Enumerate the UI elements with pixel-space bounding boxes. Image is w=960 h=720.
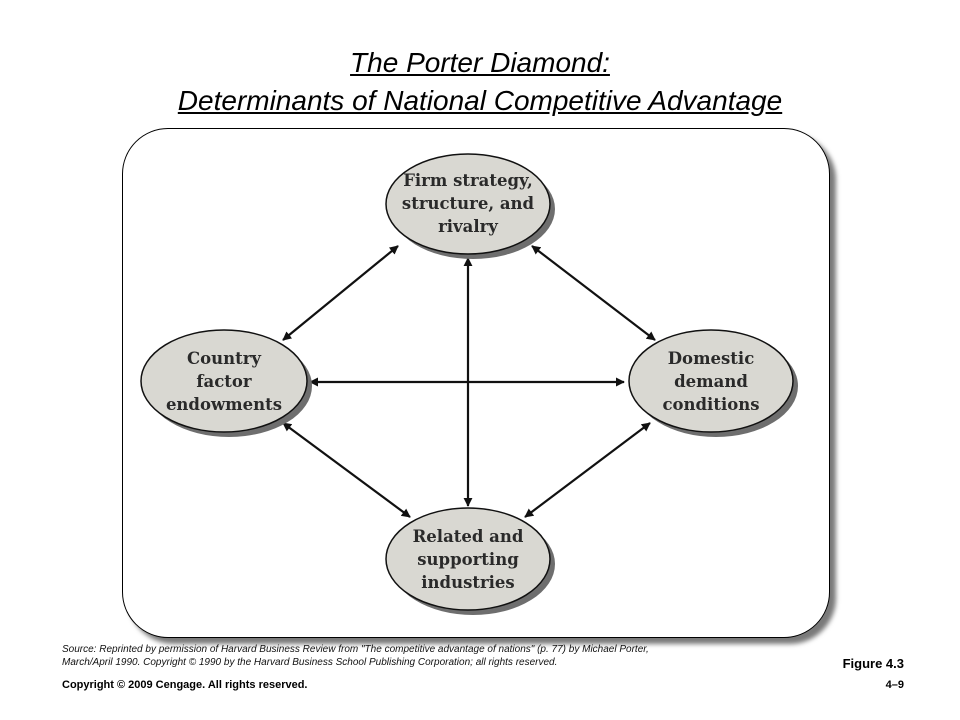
title-line-1: The Porter Diamond: — [350, 47, 610, 78]
node-firm-strategy: Firm strategy, structure, and rivalry — [385, 153, 555, 259]
arrow-top-right — [531, 245, 656, 341]
node-domestic-demand: Domestic demand conditions — [628, 329, 798, 437]
node-domestic-demand-line-1: Domestic — [668, 349, 755, 368]
source-line-1: Source: Reprinted by permission of Harva… — [62, 644, 649, 655]
node-country-factor: Country factor endowments — [140, 329, 312, 437]
node-firm-strategy-line-2: structure, and — [402, 194, 535, 213]
node-country-factor-line-1: Country — [187, 349, 261, 368]
source-citation: Source: Reprinted by permission of Harva… — [62, 644, 782, 669]
node-related-supporting-line-3: industries — [421, 573, 514, 592]
node-domestic-demand-line-3: conditions — [662, 395, 759, 414]
figure-label: Figure 4.3 — [842, 656, 904, 671]
page-number: 4–9 — [885, 679, 904, 691]
node-related-supporting-line-1: Related and — [413, 527, 524, 546]
arrow-left-bottom — [282, 422, 411, 518]
node-country-factor-line-3: endowments — [166, 395, 282, 414]
node-related-supporting-line-2: supporting — [417, 550, 519, 569]
title-line-2: Determinants of National Competitive Adv… — [177, 85, 783, 116]
source-line-2: March/April 1990. Copyright © 1990 by th… — [62, 656, 558, 668]
node-related-supporting: Related and supporting industries — [385, 507, 555, 615]
node-country-factor-line-2: factor — [196, 372, 251, 391]
arrow-right-bottom — [524, 422, 651, 518]
arrow-top-left — [282, 245, 399, 341]
slide-title: The Porter Diamond: Determinants of Nati… — [0, 44, 960, 120]
node-firm-strategy-line-1: Firm strategy, — [403, 171, 533, 190]
copyright-notice: Copyright © 2009 Cengage. All rights res… — [62, 679, 308, 691]
node-firm-strategy-line-3: rivalry — [438, 217, 498, 236]
node-domestic-demand-line-2: demand — [674, 372, 748, 391]
